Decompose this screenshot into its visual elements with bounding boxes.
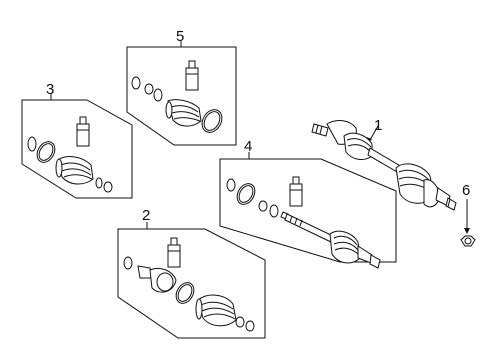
callout-5: 5 bbox=[176, 28, 184, 45]
group-3-frame bbox=[21, 99, 133, 199]
group-4-kit: 4 bbox=[219, 138, 397, 269]
group-5-ring-b bbox=[144, 83, 154, 95]
callout-3: 3 bbox=[46, 81, 54, 98]
group-5-clamp-ring bbox=[201, 109, 223, 133]
group-4-ring-a bbox=[226, 178, 236, 192]
group-3-clamp-ring bbox=[36, 141, 56, 163]
group-5-grease-tube bbox=[185, 60, 199, 91]
group-4-half-shaft bbox=[280, 211, 334, 243]
group-2-clamp-ring bbox=[175, 282, 195, 304]
group-5-ring-c bbox=[153, 88, 163, 102]
callout-4: 4 bbox=[244, 138, 252, 155]
group-3-ring-b bbox=[95, 177, 103, 189]
group-4-outer-boot bbox=[329, 230, 381, 269]
part-1-axle-shaft: 1 bbox=[311, 117, 457, 211]
group-5-ring-a bbox=[131, 76, 141, 90]
group-3-ring-c bbox=[103, 181, 113, 193]
group-4-ring-c bbox=[269, 204, 279, 218]
group-5-boot bbox=[165, 99, 202, 127]
group-3-kit: 3 bbox=[21, 81, 133, 199]
part-6-nut: 6 bbox=[460, 182, 476, 247]
callout-6: 6 bbox=[462, 182, 470, 199]
group-4-ring-b bbox=[258, 200, 268, 212]
part-6-hex-nut bbox=[460, 235, 476, 247]
group-4-grease-tube bbox=[289, 176, 303, 207]
part-1-leader bbox=[369, 125, 379, 141]
group-2-ring-c bbox=[245, 320, 255, 332]
group-3-grease-tube bbox=[76, 116, 90, 147]
group-2-frame bbox=[117, 228, 266, 339]
group-4-clamp-ring bbox=[236, 183, 256, 205]
part-6-leader-arrow bbox=[464, 228, 470, 234]
group-2-ring-b bbox=[235, 316, 245, 328]
callout-2: 2 bbox=[142, 207, 150, 224]
group-3-boot bbox=[55, 156, 94, 185]
group-2-grease-tube bbox=[167, 237, 181, 268]
group-5-frame bbox=[126, 46, 237, 146]
group-3-ring-a bbox=[27, 136, 37, 152]
group-5-kit: 5 bbox=[126, 28, 237, 146]
group-2-ring-a bbox=[123, 256, 133, 270]
callout-1: 1 bbox=[374, 117, 382, 134]
group-2-kit: 2 bbox=[117, 207, 266, 339]
group-2-boot bbox=[195, 294, 237, 327]
group-4-frame bbox=[219, 158, 397, 263]
group-2-cv-joint bbox=[137, 265, 177, 293]
